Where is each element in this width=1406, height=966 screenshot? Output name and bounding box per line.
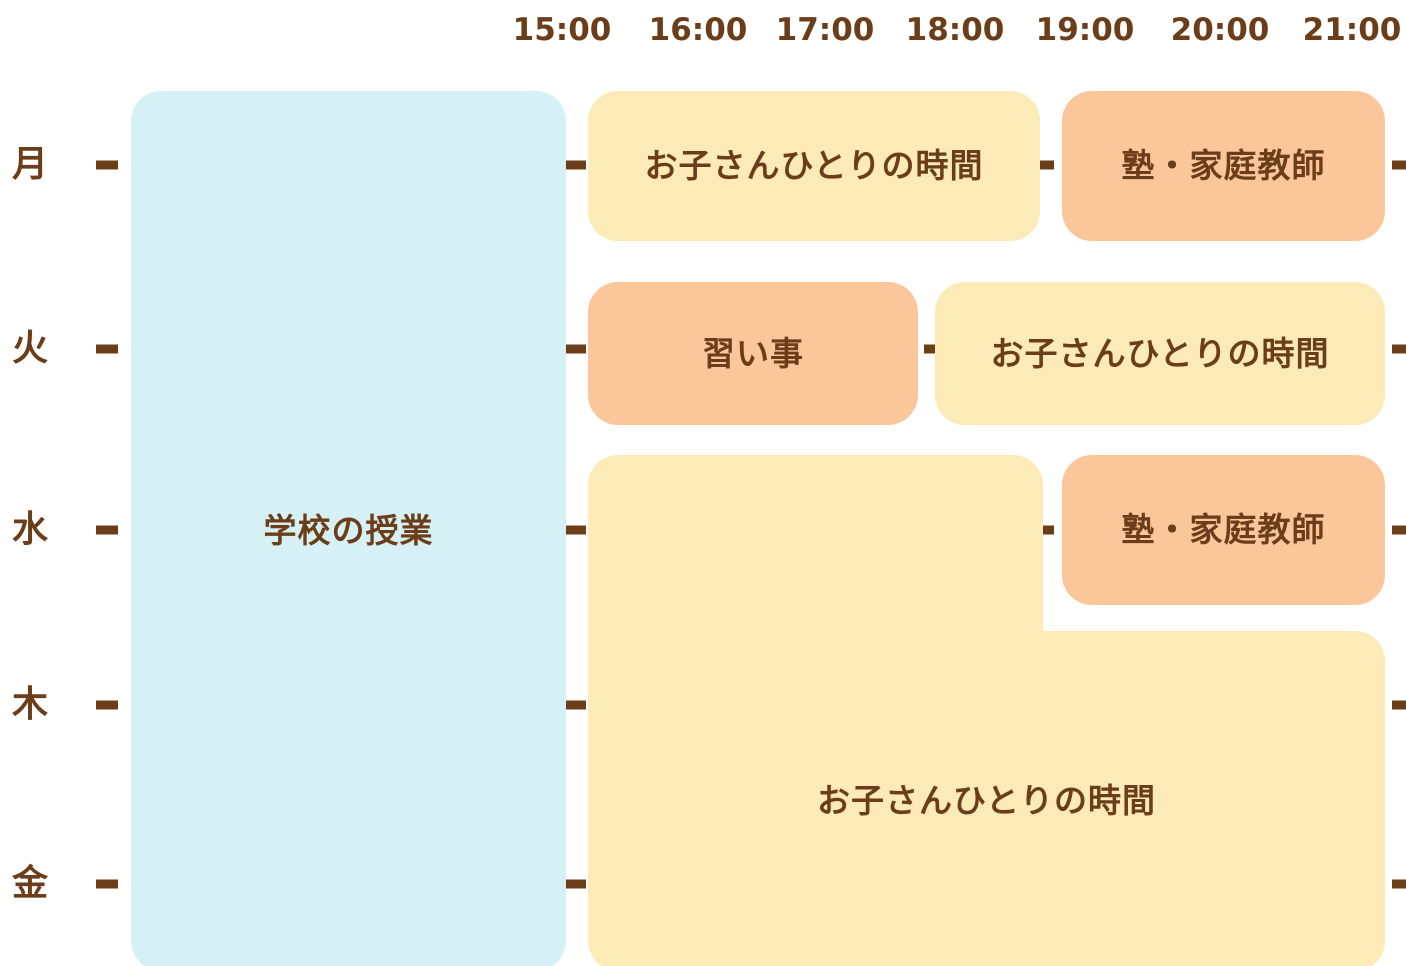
block-label-school: 学校の授業	[263, 511, 434, 551]
block-tue-alone-time[interactable]: お子さんひとりの時間	[935, 282, 1385, 425]
block-wed-fri-alone-seam	[588, 620, 1043, 650]
block-label-mon-juku: 塾・家庭教師	[1121, 146, 1326, 186]
day-label-tue: 火	[12, 328, 49, 369]
day-label-mon: 月	[12, 144, 49, 185]
block-wed-juku[interactable]: 塾・家庭教師	[1062, 455, 1385, 605]
time-label-1600: 16:00	[648, 12, 748, 48]
block-label-tue-alone: お子さんひとりの時間	[990, 333, 1330, 373]
block-tue-lesson[interactable]: 習い事	[588, 282, 918, 425]
block-label-mon-alone: お子さんひとりの時間	[644, 146, 984, 186]
time-label-1800: 18:00	[905, 12, 1005, 48]
time-label-1700: 17:00	[775, 12, 875, 48]
day-label-fri: 金	[12, 863, 49, 904]
time-label-2000: 20:00	[1170, 12, 1270, 48]
day-label-thu: 木	[12, 684, 49, 725]
block-mon-juku[interactable]: 塾・家庭教師	[1062, 91, 1385, 241]
day-label-wed: 水	[12, 509, 49, 550]
block-label-wed-juku: 塾・家庭教師	[1121, 510, 1326, 550]
block-mon-alone-time[interactable]: お子さんひとりの時間	[588, 91, 1040, 241]
block-label-wrap-wed-fri-alone: お子さんひとりの時間	[588, 631, 1385, 966]
time-label-1500: 15:00	[512, 12, 612, 48]
block-wed-fri-alone-lower	[588, 631, 1385, 966]
time-label-1900: 19:00	[1035, 12, 1135, 48]
block-label-tue-lesson: 習い事	[702, 333, 804, 373]
time-label-2100: 21:00	[1302, 12, 1402, 48]
block-school-lessons[interactable]: 学校の授業	[131, 91, 566, 966]
block-label-wed-fri-alone: お子さんひとりの時間	[816, 781, 1156, 821]
